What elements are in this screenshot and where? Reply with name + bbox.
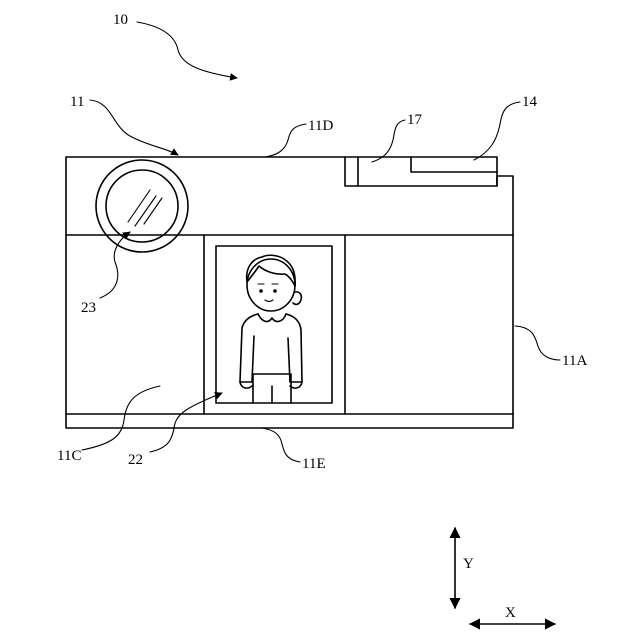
leader-22 <box>150 393 222 452</box>
label-11E: 11E <box>302 456 326 472</box>
leader-14 <box>474 102 520 160</box>
label-11C: 11C <box>57 448 81 464</box>
leader-11A <box>515 326 560 360</box>
leader-23 <box>100 232 130 298</box>
housing-body <box>66 157 513 428</box>
axis-label-y: Y <box>463 556 474 572</box>
housing-outline <box>66 157 513 428</box>
display-screen <box>216 246 332 403</box>
lens-outer-ring <box>96 160 188 252</box>
label-11: 11 <box>70 94 84 110</box>
label-14: 14 <box>522 94 538 110</box>
display-22 <box>216 246 332 403</box>
axis-label-x: X <box>505 605 516 621</box>
lens-glare-3 <box>144 198 162 224</box>
label-11A: 11A <box>562 353 587 369</box>
reference-labels: 10 11 11D 17 14 23 11A 11C 22 11E Y X <box>57 12 587 621</box>
label-10: 10 <box>113 12 128 28</box>
leader-17 <box>372 120 405 162</box>
lens-23 <box>96 160 188 252</box>
leader-10 <box>137 22 237 78</box>
leader-11 <box>90 100 178 155</box>
leader-11C <box>82 386 160 450</box>
lens-inner-ring <box>106 170 178 242</box>
label-17: 17 <box>407 112 423 128</box>
leader-lines <box>82 22 560 462</box>
label-22: 22 <box>128 452 143 468</box>
label-11D: 11D <box>308 118 333 134</box>
leader-11E <box>262 428 300 462</box>
lens-glare-1 <box>128 190 150 222</box>
label-23: 23 <box>81 300 96 316</box>
leader-11D <box>265 124 306 157</box>
member-14-shape <box>411 157 497 172</box>
person-illustration <box>240 255 302 403</box>
top-right-members <box>345 157 497 186</box>
